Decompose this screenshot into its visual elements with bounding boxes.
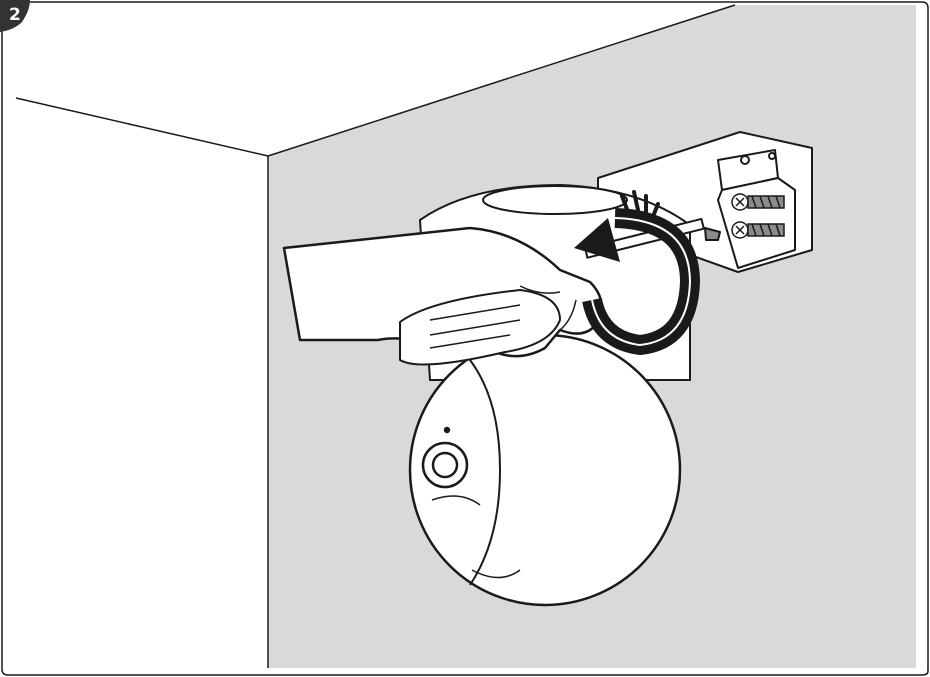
ceiling-edge-left xyxy=(16,98,268,156)
step-number: 2 xyxy=(9,5,21,25)
screw-top xyxy=(732,194,784,210)
step-badge: 2 xyxy=(0,0,30,32)
camera-dome xyxy=(410,335,680,605)
screw-bottom xyxy=(732,222,784,238)
